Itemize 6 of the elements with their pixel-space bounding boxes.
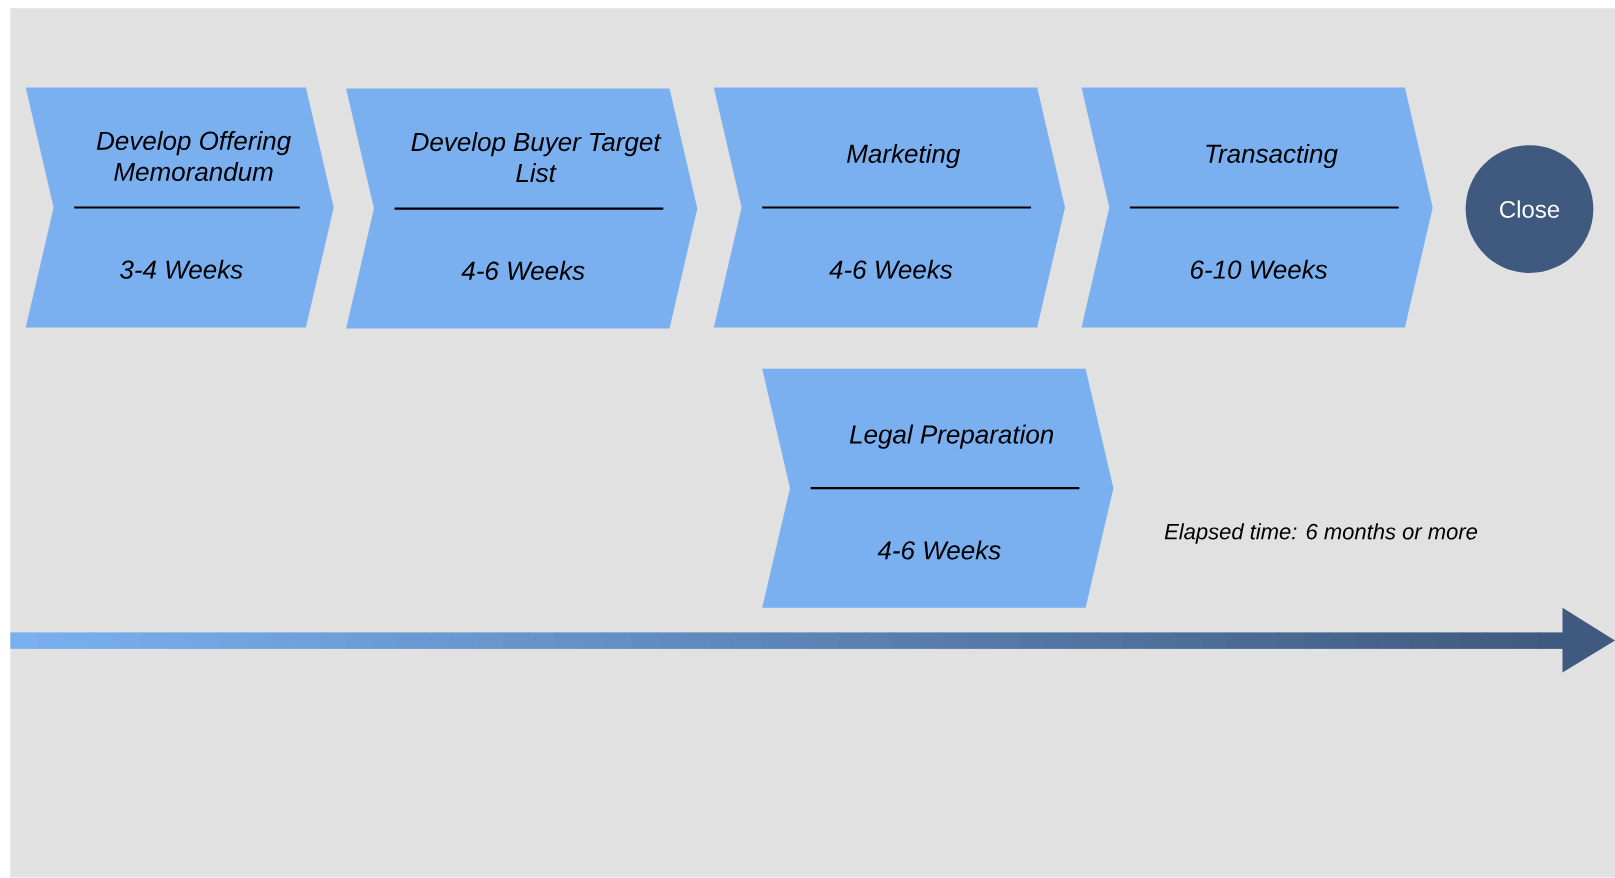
chevron-box: Legal Preparation 4-6 Weeks (762, 368, 1114, 608)
circle-node: Close (1465, 145, 1594, 273)
chevron-box: Develop Buyer Target List 4-6 Weeks (346, 88, 698, 329)
chevron-box: Marketing 4-6 Weeks (713, 87, 1065, 328)
chevron-box: Transacting 6-10 Weeks (1081, 87, 1433, 328)
annotation-text: Elapsed time: 6 months or more (1164, 523, 1478, 544)
